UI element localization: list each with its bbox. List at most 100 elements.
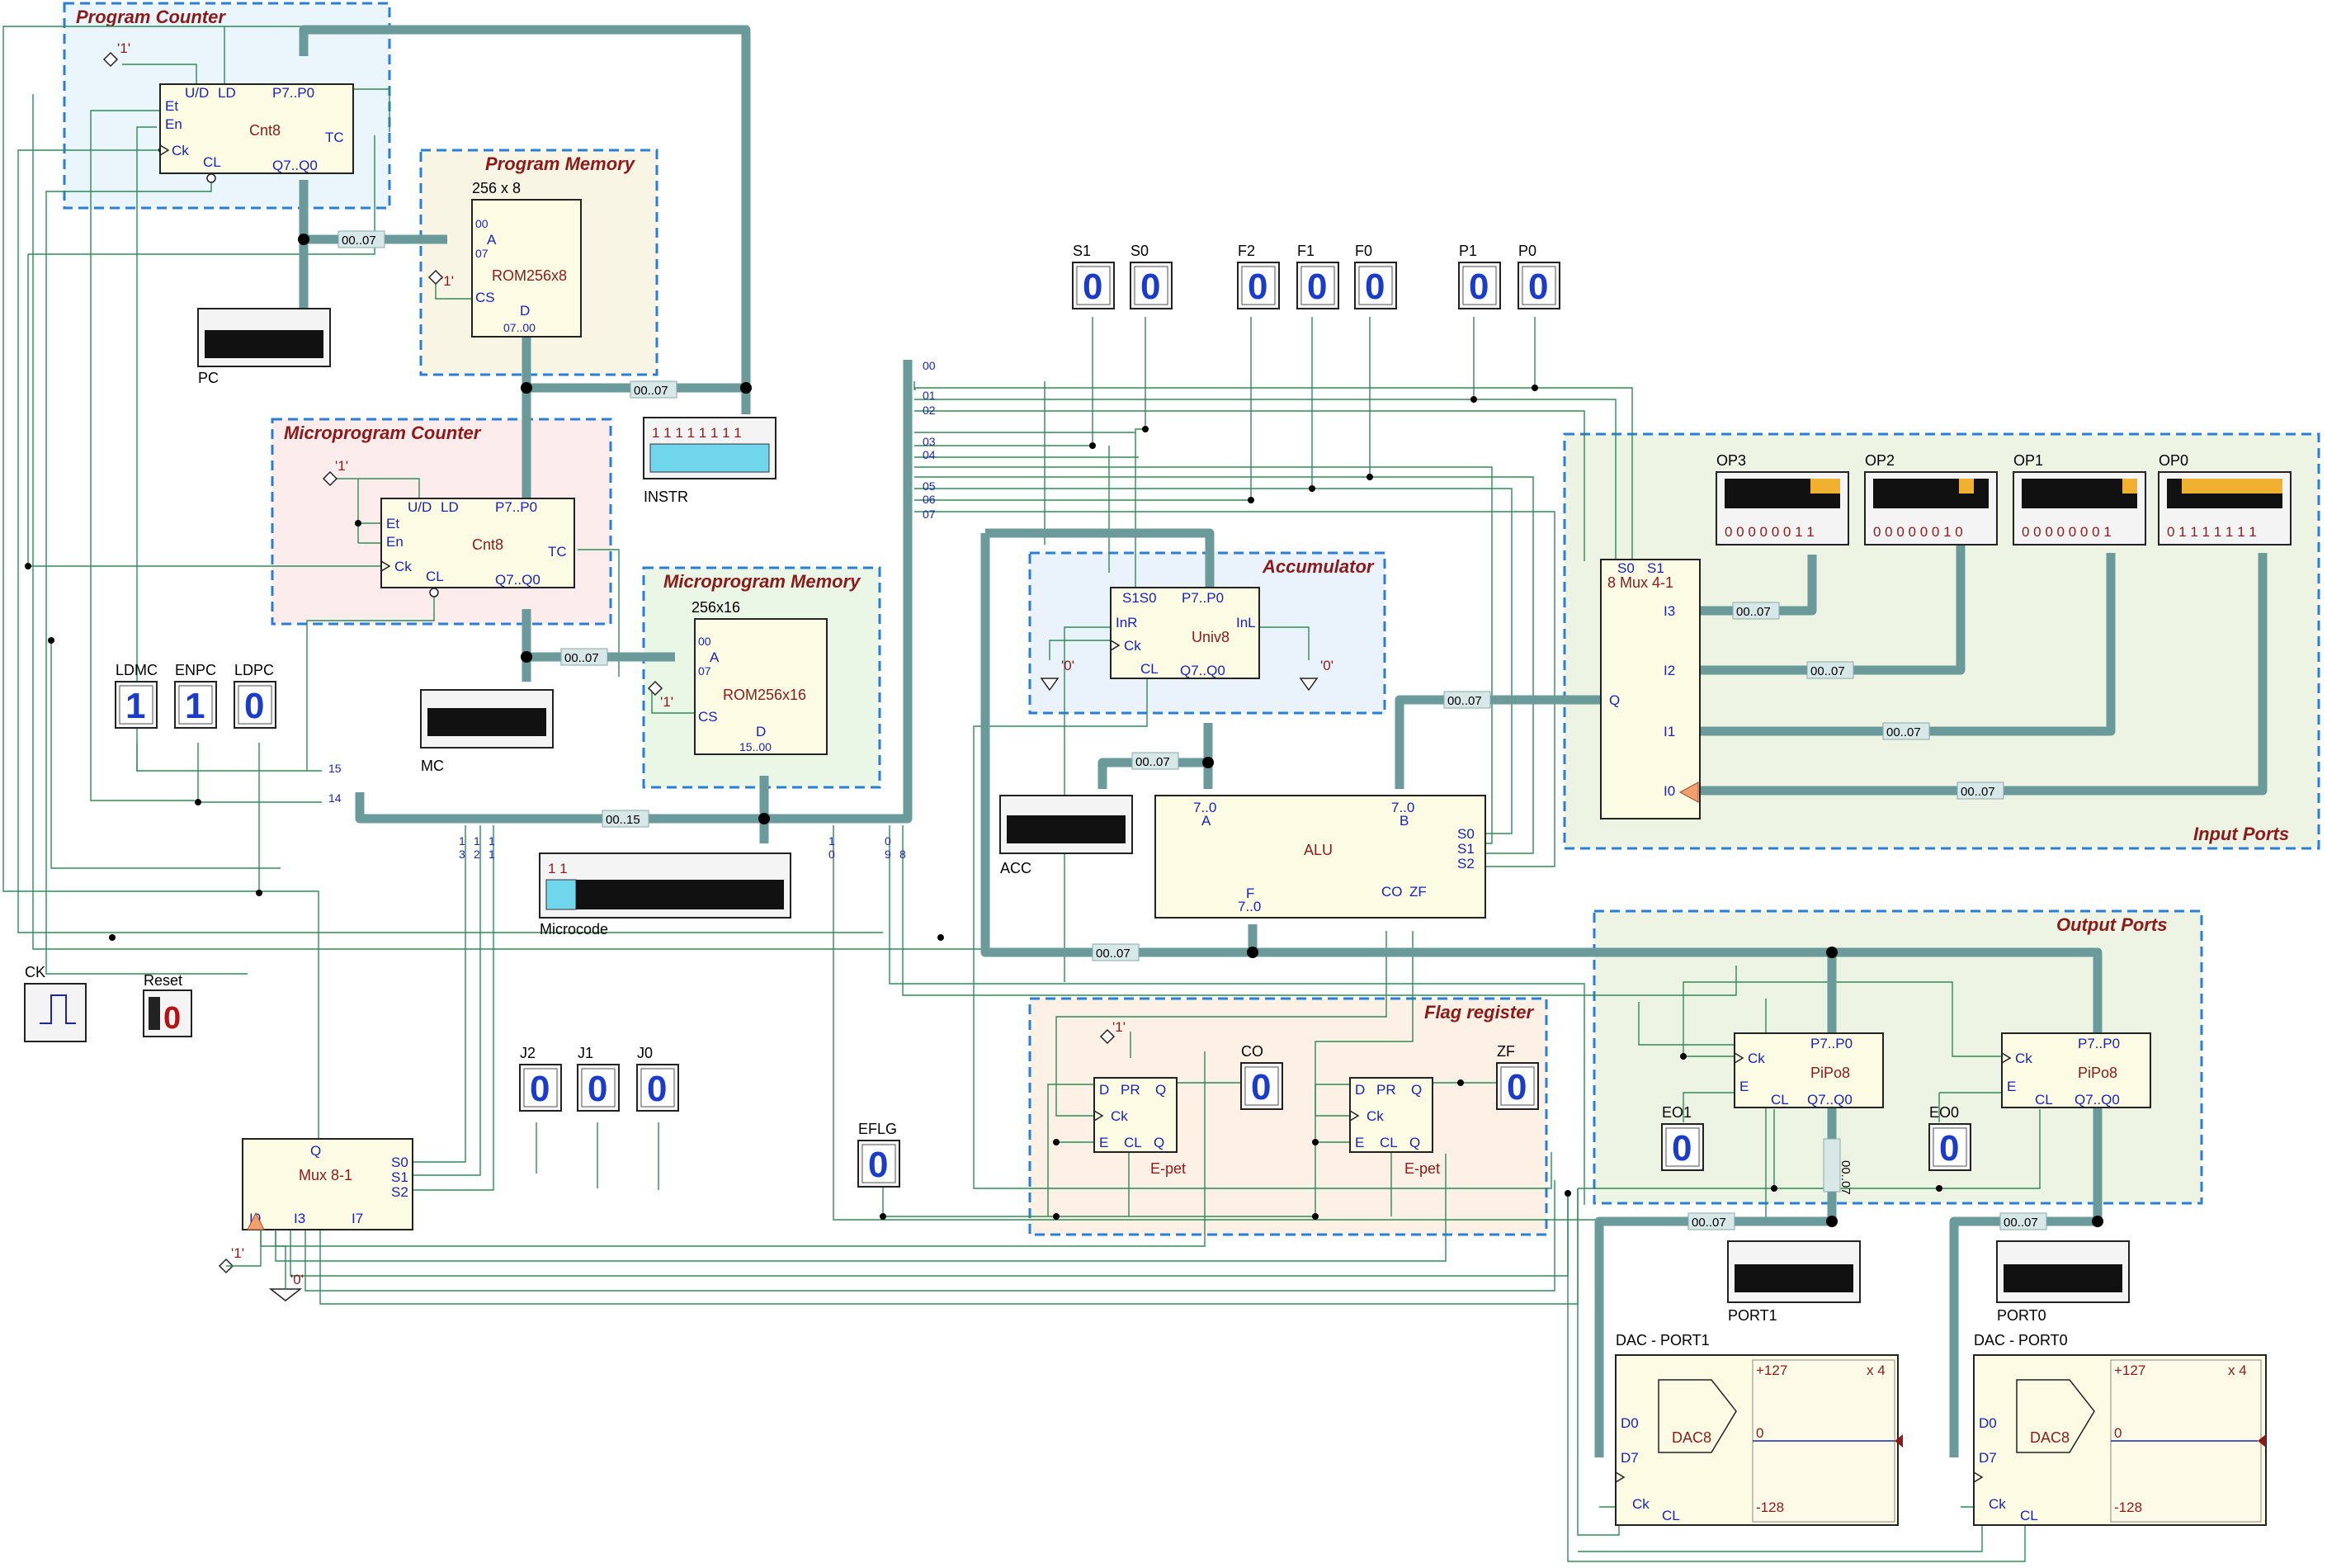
svg-text:Ck: Ck xyxy=(2015,1051,2032,1066)
switch-label: P0 xyxy=(1518,243,1536,259)
svg-text:Q: Q xyxy=(1155,1082,1166,1098)
acc-display-label: ACC xyxy=(1000,860,1031,876)
switch-p0[interactable]: P00 xyxy=(1518,243,1560,309)
svg-text:00..07: 00..07 xyxy=(1096,947,1130,961)
switch-co[interactable]: CO0 xyxy=(1240,1043,1283,1110)
svg-text:00..07: 00..07 xyxy=(2004,1216,2038,1230)
svg-text:U/D: U/D xyxy=(408,499,432,515)
bus-label-13: 00..07 xyxy=(1999,1212,2047,1230)
bus-label-6: 00..07 xyxy=(1092,943,1140,961)
svg-text:+127: +127 xyxy=(2114,1363,2145,1378)
svg-text:01: 01 xyxy=(923,389,936,402)
svg-text:S1: S1 xyxy=(1457,841,1475,857)
svg-text:F: F xyxy=(1246,886,1254,901)
svg-text:00..07: 00..07 xyxy=(1692,1216,1726,1230)
rom16-size: 256x16 xyxy=(691,599,740,616)
rom8-d-range: 07..00 xyxy=(503,321,536,334)
microprogram-memory-block: 256x16 00 A 07 CS ROM256x16 D 15..00 '1' xyxy=(647,599,828,755)
svg-text:00..07: 00..07 xyxy=(1810,664,1845,678)
switch-face xyxy=(1244,1066,1279,1106)
region-title-flag-register: Flag register xyxy=(1424,1002,1534,1023)
switch-face xyxy=(861,1144,896,1183)
switch-f0[interactable]: F0 0 xyxy=(1354,243,1397,309)
switch-f1[interactable]: F10 xyxy=(1296,243,1339,309)
svg-text:00..07: 00..07 xyxy=(634,384,668,398)
svg-text:7..0: 7..0 xyxy=(1391,800,1414,815)
switch-label: F0 xyxy=(1355,243,1372,259)
region-title-program-counter: Program Counter xyxy=(76,7,226,27)
flag-ff-co: D PR Q Ck E CL Q E-pet '1' xyxy=(1093,1019,1186,1177)
svg-text:DAC8: DAC8 xyxy=(1672,1429,1711,1446)
pc-ud-pin: U/D xyxy=(185,85,209,101)
switch-value: 0 xyxy=(647,1069,667,1109)
switch-s0[interactable]: S00 xyxy=(1130,243,1173,309)
svg-text:CL: CL xyxy=(1771,1092,1789,1108)
reset-switch[interactable]: Reset 0 xyxy=(143,972,192,1037)
microcode-bits: 1 1 xyxy=(548,861,568,876)
region-title-accumulator: Accumulator xyxy=(1262,556,1375,577)
switch-label: J0 xyxy=(637,1045,653,1061)
svg-text:0: 0 xyxy=(828,848,835,861)
switch-ldmc[interactable]: LDMC 1 xyxy=(115,662,158,729)
switch-p1[interactable]: P10 xyxy=(1458,243,1501,309)
switch-j2[interactable]: J20 xyxy=(519,1045,562,1112)
bus-label-12: 00..07 xyxy=(1687,1212,1735,1230)
svg-text:S2: S2 xyxy=(391,1184,408,1200)
switch-zf[interactable]: ZF0 xyxy=(1496,1043,1539,1110)
switch-j1[interactable]: J10 xyxy=(577,1045,620,1112)
mux4-block: S0 S1 8 Mux 4-1 I3 I2 I1 I0 Q xyxy=(1600,559,1701,819)
switch-value: 0 xyxy=(530,1069,550,1109)
switch-face xyxy=(1241,266,1276,305)
program-memory-block: 256 x 8 00 A 07 CS ROM256x8 D 07..00 '1' xyxy=(427,180,582,338)
digit-switches: S10S00F20F10F00P10P00LDMC1ENPC1LDPC0J20J… xyxy=(115,243,1971,1188)
switch-f2[interactable]: F20 xyxy=(1237,243,1280,309)
svg-text:0: 0 xyxy=(885,834,891,848)
svg-text:En: En xyxy=(386,534,404,550)
svg-text:CL: CL xyxy=(2020,1508,2038,1523)
svg-text:D0: D0 xyxy=(1979,1415,1997,1431)
pc-display-label: PC xyxy=(198,370,219,386)
switch-face xyxy=(238,685,272,725)
svg-text:14: 14 xyxy=(328,791,342,805)
rom8-d-pin: D xyxy=(520,303,530,319)
region-title-input-ports: Input Ports xyxy=(2193,824,2289,844)
switch-value: 0 xyxy=(1469,267,1489,307)
rom8-cs-pin: CS xyxy=(475,290,495,305)
op1-bank: 0 0 0 0 0 0 0 1 OP1 xyxy=(2013,452,2146,545)
svg-text:A: A xyxy=(710,649,720,665)
rom16-const-one: '1' xyxy=(660,694,673,710)
pc-q-pin: Q7..Q0 xyxy=(272,158,318,173)
switch-value: 1 xyxy=(125,686,145,726)
bus-label-1: 00..07 xyxy=(337,230,385,248)
switch-face xyxy=(1358,266,1393,305)
acc-display: ACC xyxy=(999,795,1133,876)
region-title-microprogram-memory: Microprogram Memory xyxy=(663,571,861,592)
switch-label: ENPC xyxy=(175,662,216,678)
bus-label-5: 00..15 xyxy=(602,810,649,828)
switch-value: 0 xyxy=(1365,267,1385,307)
svg-text:'0': '0' xyxy=(1061,658,1074,673)
switch-face xyxy=(1522,266,1556,305)
svg-text:I0: I0 xyxy=(1664,783,1675,799)
mux8-block: Q Mux 8-1 S0 S1 S2 I0 I3 I7 '1' '0' xyxy=(218,1138,413,1301)
svg-text:E: E xyxy=(2007,1079,2016,1094)
svg-text:PiPo8: PiPo8 xyxy=(2078,1065,2117,1081)
switch-label: LDMC xyxy=(116,662,158,678)
svg-text:Q: Q xyxy=(310,1143,321,1159)
svg-text:CL: CL xyxy=(1140,661,1159,677)
svg-text:03: 03 xyxy=(923,435,936,448)
svg-text:E: E xyxy=(1355,1135,1364,1150)
svg-text:8: 8 xyxy=(899,848,906,861)
switch-j0[interactable]: J0 0 xyxy=(636,1045,679,1112)
switch-value: 0 xyxy=(1251,1067,1271,1108)
svg-text:00: 00 xyxy=(698,635,711,648)
mc-display-label: MC xyxy=(421,758,444,774)
svg-text:1: 1 xyxy=(489,834,495,848)
switch-s1[interactable]: S10 xyxy=(1072,243,1115,309)
